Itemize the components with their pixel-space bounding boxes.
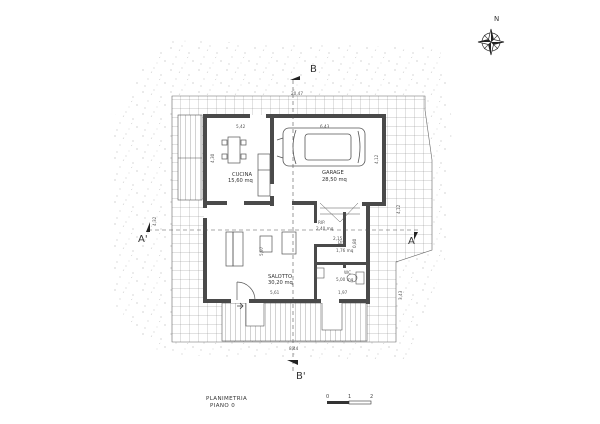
scale-label-0: 0 <box>326 394 329 400</box>
dim-living-bottom: 5,61 <box>270 290 280 295</box>
dim-rip-width: 2,15 <box>333 236 343 241</box>
section-label-right: A <box>408 236 415 247</box>
room-area-wc: 5,00 mq <box>336 277 354 282</box>
dim-left-side: 4,32 <box>152 216 157 226</box>
dim-overall-top: 20,47 <box>291 91 303 96</box>
north-label: N <box>494 15 499 23</box>
room-name-garage: GARAGE <box>322 170 344 176</box>
dim-right-lower: 3,43 <box>398 290 403 300</box>
section-label-bottom: B' <box>296 371 306 382</box>
drawing-title: PLANIMETRIA PIANO 0 <box>206 396 247 410</box>
room-name-dis: DIS. <box>338 240 346 245</box>
scale-label-2: 2 <box>370 394 373 400</box>
room-name-kitchen: CUCINA <box>232 172 252 178</box>
section-label-left: A' <box>138 234 148 245</box>
section-arrow-bottom-icon <box>287 360 298 365</box>
building-floor <box>204 115 386 303</box>
section-arrow-right-icon <box>414 232 418 240</box>
dim-living-height: 5,97 <box>259 246 264 256</box>
drawing-title-line1: PLANIMETRIA <box>206 396 248 402</box>
room-area-rip: 2,40 mq <box>316 226 334 231</box>
scale-label-1: 1 <box>348 394 351 400</box>
dim-dis-side: 0,80 <box>352 238 357 248</box>
drawing-title-line2: PIANO 0 <box>210 403 236 409</box>
dim-kitchen-height: 4,30 <box>210 153 215 163</box>
dim-overall-bottom: 8,44 <box>289 346 299 351</box>
entrance-arrow-icon <box>237 302 244 310</box>
section-label-top: B <box>310 64 317 75</box>
section-arrow-left-icon <box>146 222 150 232</box>
room-area-kitchen: 15,60 mq <box>228 178 253 184</box>
living-furniture <box>225 231 297 301</box>
dim-wc-bottom: 1,97 <box>338 290 348 295</box>
section-arrow-top-icon <box>290 76 300 80</box>
dim-garage-width: 6,43 <box>320 124 330 129</box>
kitchen-furniture <box>221 136 271 197</box>
room-name-wc: WC <box>344 270 351 275</box>
room-area-garage: 28,50 mq <box>322 177 347 183</box>
room-name-rip: RIP. <box>318 220 325 225</box>
room-name-living: SALOTTO <box>268 274 292 280</box>
front-deck <box>221 299 368 342</box>
room-area-living: 30,20 mq <box>268 280 293 286</box>
dim-kitchen-width: 5,42 <box>236 124 246 129</box>
dim-garage-height: 4,12 <box>374 154 379 164</box>
walls <box>203 114 386 304</box>
stair <box>319 202 360 223</box>
wc-fixtures <box>315 267 365 285</box>
scale-bar: 0 1 2 <box>326 394 373 405</box>
dim-right-side: 4,12 <box>396 204 401 214</box>
left-deck <box>177 114 203 201</box>
north-arrow-icon <box>477 28 505 56</box>
car-outline <box>276 127 366 167</box>
section-lines <box>148 80 420 372</box>
room-area-dis: 1,76 mq <box>336 248 354 253</box>
